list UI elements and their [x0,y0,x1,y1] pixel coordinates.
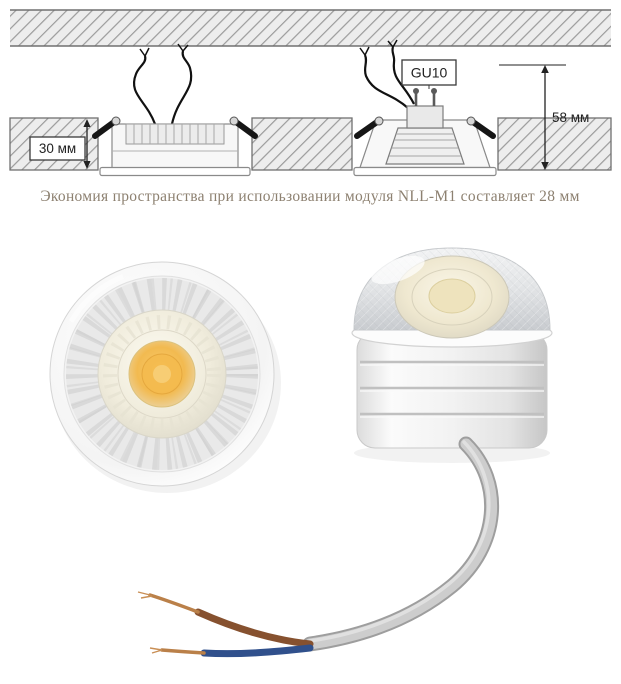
wire-tip-copper-2 [160,648,206,655]
module-wire-1 [133,55,157,125]
module-heatsink [125,123,225,145]
gu10-lamp-ridges [389,133,461,157]
gu10-trim-ring [353,166,497,177]
dimension-30mm: 30 мм [29,119,91,169]
installation-diagram: GU10 30 мм 58 мм Экономия пространства п… [9,9,612,205]
dimension-30mm-label: 30 мм [39,141,76,156]
dimension-arrowhead [83,119,91,127]
gu10-wire-2 [391,46,415,105]
module-body [356,331,548,449]
module-wire-1-tip [139,47,150,57]
power-cable [302,436,500,652]
dimension-58mm-label: 58 мм [552,110,589,125]
module-spring-clip-right [233,119,258,139]
dimension-arrowhead [541,65,549,73]
module-wire-2 [170,50,193,125]
module-side-photo [137,247,553,658]
gu10-spring-clip-left [354,119,380,139]
nll-m1-module-cross-section [92,43,258,177]
wire-blue [149,644,314,658]
caption: Экономия пространства при использовании … [40,188,579,205]
module-spring-clip-left [92,119,117,139]
module-heatsink-fins [133,124,215,144]
gu10-lamp [385,127,465,165]
module-front-photo [49,261,281,493]
module-trim-ring [99,166,251,177]
specular-highlight [371,255,425,285]
module-wire-2-tip [177,43,189,52]
gu10-label-box: GU10 [401,59,457,86]
gu10-spring-clip-right [470,119,496,139]
gu10-wire-1 [363,54,409,109]
gu10-lamp-base [406,105,444,129]
dimension-30mm-box [29,136,86,161]
dimension-arrowhead [83,161,91,169]
wire-tip-copper-1 [148,593,200,614]
dimension-arrowhead [541,162,549,170]
specular-highlight [54,266,270,482]
dimension-58mm: 58 мм [499,64,589,170]
ceiling-band-top [10,9,611,47]
ceiling-band-bottom [9,117,612,171]
wire-brown [137,591,314,648]
gu10-fixture-cross-section [353,39,497,177]
gu10-label: GU10 [411,65,448,81]
module-body-ribs [360,360,544,418]
